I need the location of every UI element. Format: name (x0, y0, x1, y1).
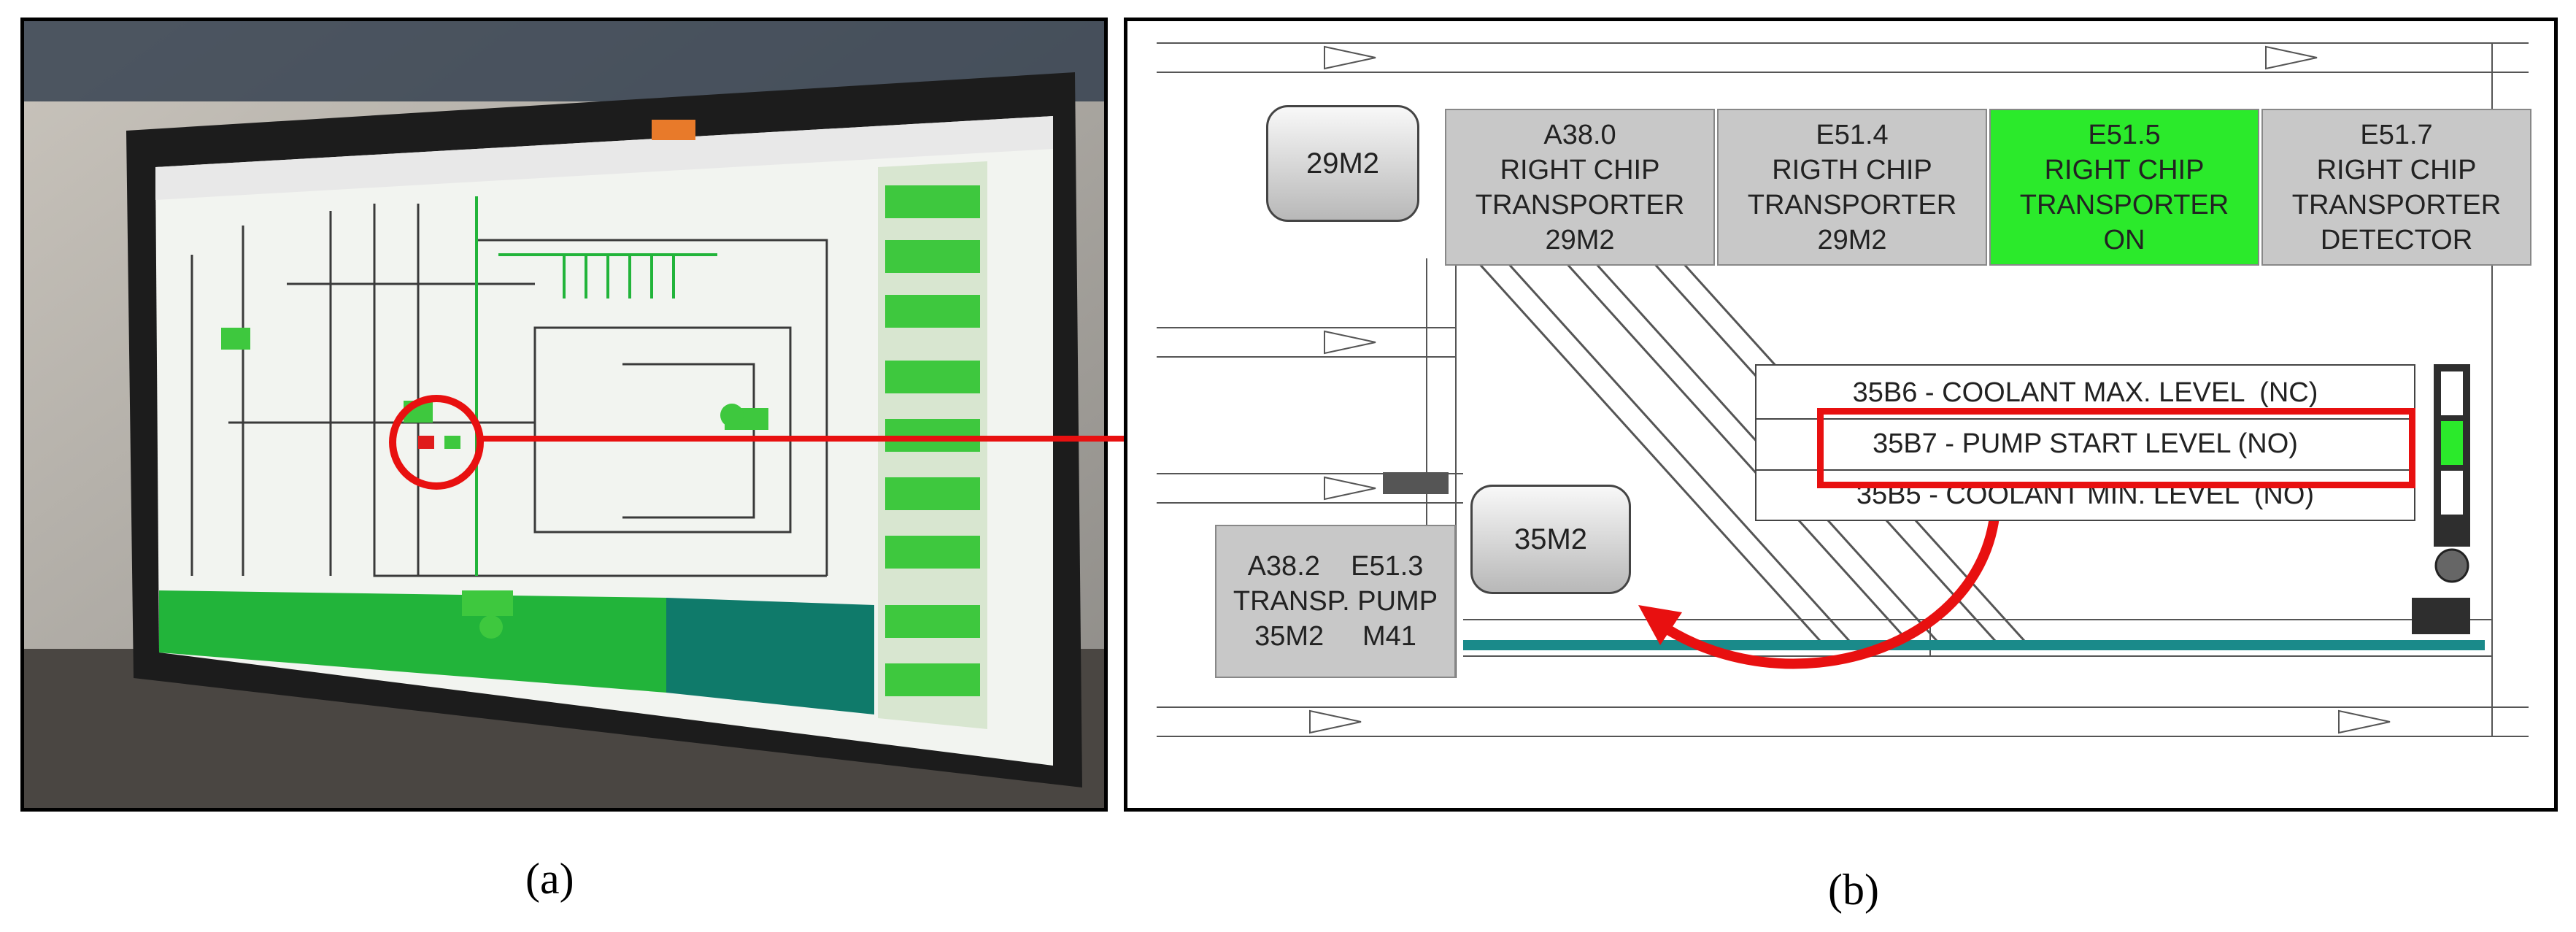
level-pump-start: 35B7 - PUMP START LEVEL (NO) (1756, 418, 2414, 471)
button-transp-pump[interactable]: A38.2 E51.3 TRANSP. PUMP 35M2 M41 (1215, 525, 1456, 678)
button-e51-7[interactable]: E51.7 RIGHT CHIP TRANSPORTER DETECTOR (2261, 109, 2531, 266)
level-max: 35B6 - COOLANT MAX. LEVEL (NC) (1756, 367, 2414, 420)
hmi-photo (24, 21, 1104, 808)
button-e51-4[interactable]: E51.4 RIGTH CHIP TRANSPORTER 29M2 (1717, 109, 1987, 266)
caption-a: (a) (525, 855, 574, 903)
caption-b: (b) (1828, 866, 1879, 914)
conveyor-schematic (1157, 42, 2529, 737)
button-e51-5[interactable]: E51.5 RIGHT CHIP TRANSPORTER ON (1989, 109, 2259, 266)
hmi-detail-panel: 29M2 35M2 A38.0 RIGHT CHIP TRANSPORTER 2… (1124, 18, 2558, 812)
motor-35m2[interactable]: 35M2 (1470, 485, 1631, 594)
highlight-box (1817, 408, 2415, 488)
photo-panel (20, 18, 1108, 812)
level-sensor-list: 35B6 - COOLANT MAX. LEVEL (NC) 35B7 - PU… (1755, 364, 2415, 521)
button-a38-0[interactable]: A38.0 RIGHT CHIP TRANSPORTER 29M2 (1445, 109, 1715, 266)
motor-29m2[interactable]: 29M2 (1266, 105, 1419, 222)
